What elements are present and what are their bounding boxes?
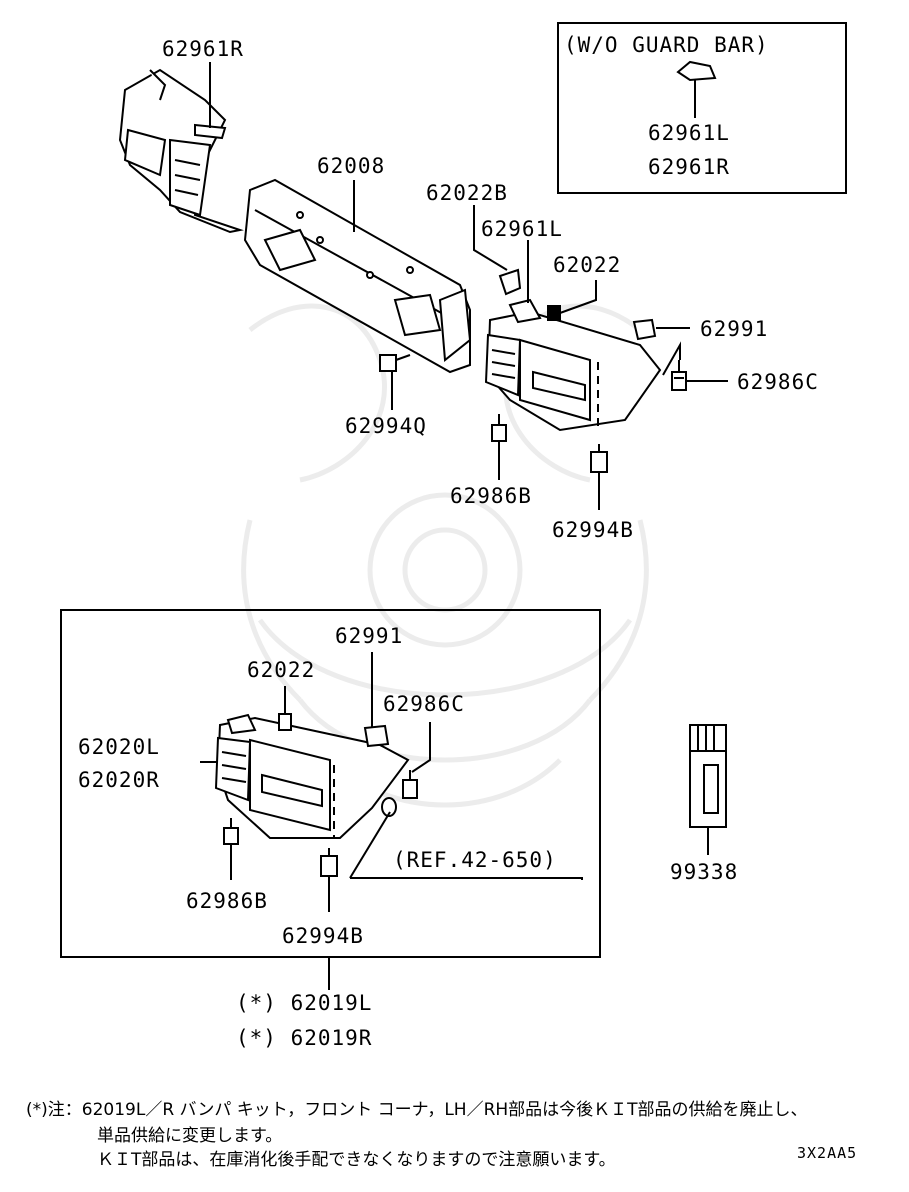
leader-kit-ref <box>349 811 391 879</box>
footnote-line2: 単品供給に変更します。 <box>97 1126 283 1146</box>
label-99338: 99338 <box>670 860 738 884</box>
label-kit-62019L: (*) 62019L <box>236 991 372 1015</box>
footnote-line1: (*)注：62019L／R バンパ キット，フロント コーナ，LH／RH部品は今… <box>26 1100 808 1120</box>
bracket-icon-wo <box>676 60 717 82</box>
label-62991-top: 62991 <box>700 317 768 341</box>
leader-62986C-top-a <box>662 341 681 376</box>
leader-kit-62986C <box>411 722 431 773</box>
label-kit-62994B: 62994B <box>282 924 364 948</box>
grommet-62994B-top <box>590 444 608 473</box>
footnote-line3: ＫＩT部品は、在庫消化後手配できなくなりますので注意願います。 <box>97 1150 616 1170</box>
kit-washer-ref <box>381 797 397 817</box>
label-62022-top: 62022 <box>553 253 621 277</box>
left-corner-bumper-62961R <box>118 68 244 234</box>
nut-62991-top <box>632 318 657 341</box>
label-wo-62961L: 62961L <box>648 121 730 145</box>
label-kit-ref: (REF.42-650) <box>393 848 557 872</box>
clip-62022B <box>498 268 522 296</box>
bumper-reinforcement-62008 <box>243 178 472 374</box>
right-corner-bumper <box>484 298 662 432</box>
adhesive-tube-99338 <box>689 724 727 828</box>
kit-grommet-62994B <box>320 848 338 877</box>
label-kit-62020L: 62020L <box>78 735 160 759</box>
diagram-code: 3X2AA5 <box>797 1144 858 1162</box>
wo-guard-bar-box <box>557 22 847 194</box>
kit-screw-62986C <box>402 770 418 799</box>
screw-62986C-top <box>671 360 687 391</box>
label-62986B-top: 62986B <box>450 484 532 508</box>
label-62994B-top: 62994B <box>552 518 634 542</box>
kit-box <box>60 609 601 958</box>
leader-kit-ref-h <box>350 877 583 880</box>
label-62986C-top: 62986C <box>737 370 819 394</box>
label-62994Q: 62994Q <box>345 414 427 438</box>
label-kit-62020R: 62020R <box>78 768 160 792</box>
label-62022B: 62022B <box>426 181 508 205</box>
label-kit-62991: 62991 <box>335 624 403 648</box>
leader-62022-top <box>559 280 597 314</box>
label-kit-62022: 62022 <box>247 658 315 682</box>
wo-guard-bar-title: (W/O GUARD BAR) <box>564 33 769 57</box>
label-kit-62019R: (*) 62019R <box>236 1026 372 1050</box>
leader-62022B <box>473 205 508 271</box>
label-kit-62986C: 62986C <box>383 692 465 716</box>
label-62008: 62008 <box>317 154 385 178</box>
label-kit-62986B: 62986B <box>186 889 268 913</box>
kit-nut-62991 <box>363 724 390 748</box>
screw-62986B-top <box>491 414 507 442</box>
label-62961L: 62961L <box>481 217 563 241</box>
label-62961R-top: 62961R <box>162 37 244 61</box>
kit-screw-62986B <box>223 818 239 845</box>
grommet-62994Q <box>379 354 411 372</box>
kit-clip-62022 <box>278 713 292 731</box>
clip-62022-top <box>547 305 561 321</box>
kit-corner-bumper <box>214 713 410 839</box>
label-wo-62961R: 62961R <box>648 155 730 179</box>
